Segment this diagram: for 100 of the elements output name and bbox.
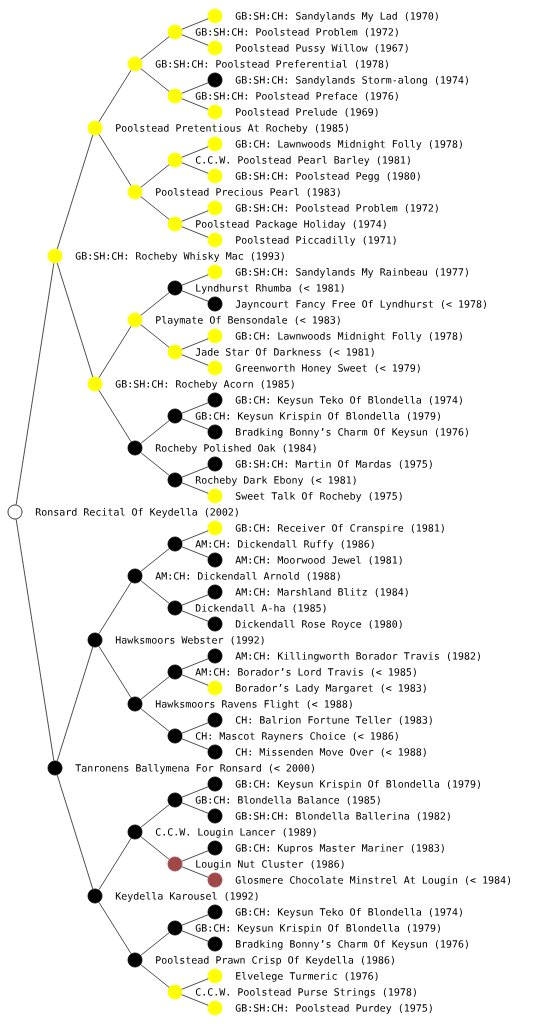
connector-line — [140, 164, 170, 188]
name-label: C.C.W. Poolstead Pearl Barley (1981) — [195, 155, 410, 166]
name-label: Bradking Bonny’s Charm Of Keysun (1976) — [236, 428, 468, 438]
connector-line — [56, 646, 94, 762]
connector-line — [181, 866, 209, 878]
connector-line — [181, 34, 209, 46]
name-label: GB:CH: Lawnwoods Midnight Folly (1978) — [235, 139, 462, 150]
name-label: Hawksmoors Webster (1992) — [115, 636, 264, 645]
name-label: Poolstead Precious Pearl (1983) — [156, 187, 340, 197]
connector-line — [140, 452, 170, 476]
name-label: Elvelege Turmeric (1976) — [236, 971, 378, 982]
connector-line — [140, 324, 170, 348]
node-circle — [87, 632, 103, 648]
name-label: GB:CH: Keysun Teko Of Blondella (1974) — [235, 907, 462, 918]
name-label: Poolstead Piccadilly (1971) — [236, 235, 396, 246]
connector-line — [181, 98, 209, 110]
connector-line — [140, 932, 170, 956]
node-circle — [127, 312, 143, 328]
node-circle — [87, 376, 103, 392]
name-label: Hawksmoors Ravens Flight (< 1988) — [155, 699, 352, 710]
connector-line — [15, 262, 55, 506]
connector-line — [181, 226, 209, 238]
connector-line — [181, 210, 209, 222]
name-label: GB:SH:CH: Sandylands Storm-along (1974) — [235, 75, 468, 86]
name-label: GB:CH: Keysun Teko Of Blondella (1974) — [235, 395, 462, 406]
connector-line — [98, 901, 132, 955]
connector-line — [98, 837, 132, 891]
node-circle — [87, 888, 103, 904]
name-label: GB:SH:CH: Poolstead Purdey (1975) — [235, 1003, 432, 1014]
node-circle — [167, 344, 183, 360]
connector-line — [181, 162, 209, 174]
name-label: GB:CH: Lawnwoods Midnight Folly (1978) — [235, 331, 462, 342]
name-label: AM:CH: Marshland Blitz (1984) — [235, 587, 408, 597]
node-circle — [167, 856, 183, 872]
name-label: GB:SH:CH: Sandylands My Lad (1970) — [235, 11, 438, 22]
node-circle — [127, 696, 143, 712]
connector-line — [98, 133, 132, 187]
node-circle — [167, 792, 183, 808]
node-circle — [167, 984, 183, 1000]
connector-line — [140, 36, 170, 60]
node-circle — [167, 408, 183, 424]
node-circle — [167, 280, 183, 296]
name-label: Playmate Of Bensondale (< 1983) — [156, 315, 340, 326]
connector-line — [181, 402, 209, 414]
name-label: Jade Star Of Darkness (< 1981) — [195, 348, 374, 357]
connector-line — [140, 708, 170, 732]
connector-line — [181, 610, 209, 622]
node-circle — [127, 824, 143, 840]
name-label: CH: Balrion Fortune Teller (1983) — [235, 715, 432, 725]
connector-line — [181, 994, 209, 1006]
name-label: AM:CH: Dickendall Ruffy (1986) — [195, 539, 374, 550]
name-label: GB:SH:CH: Poolstead Preface (1976) — [195, 91, 398, 101]
name-label: Dickendall A-ha (1985) — [195, 603, 326, 613]
connector-line — [140, 196, 170, 220]
connector-line — [98, 581, 132, 635]
connector-line — [140, 548, 170, 572]
name-label: Rocheby Polished Oak (1984) — [155, 443, 316, 454]
name-label: GB:SH:CH: Sandylands My Rainbeau (1977) — [235, 267, 468, 278]
name-label: GB:CH: Receiver Of Cranspire (1981) — [235, 524, 444, 534]
name-label: GB:CH: Kupros Master Mariner (1983) — [235, 844, 444, 854]
connector-line — [98, 69, 132, 123]
connector-line — [140, 836, 170, 860]
node-circle — [127, 56, 143, 72]
connector-line — [56, 774, 94, 890]
connector-line — [181, 146, 209, 158]
name-label: Poolstead Prelude (1969) — [236, 107, 378, 117]
name-label: CH: Missenden Move Over (< 1988) — [235, 748, 426, 757]
connector-line — [181, 18, 209, 30]
node-circle — [167, 536, 183, 552]
connector-line — [98, 645, 132, 699]
connector-line — [181, 722, 209, 734]
connector-line — [181, 546, 209, 558]
name-label: Rocheby Dark Ebony (< 1981) — [195, 476, 356, 486]
node-circle — [167, 152, 183, 168]
node-circle — [7, 504, 23, 520]
name-label: GB:SH:CH: Rocheby Whisky Mac (1993) — [75, 252, 284, 262]
node-circle — [47, 248, 63, 264]
name-label: Keydella Karousel (1992) — [115, 891, 258, 902]
name-label: C.C.W. Lougin Lancer (1989) — [155, 828, 316, 838]
connector-line — [140, 68, 170, 92]
name-label: Jayncourt Fancy Free Of Lyndhurst (< 1978) — [235, 300, 486, 310]
connector-line — [181, 418, 209, 430]
name-label: GB:CH: Blondella Balance (1985) — [195, 795, 380, 805]
name-label: Lougin Nut Cluster (1986) — [196, 859, 344, 870]
name-label: Sweet Talk Of Rocheby (1975) — [235, 491, 402, 502]
node-circle — [167, 24, 183, 40]
node-circle — [127, 184, 143, 200]
connector-line — [56, 262, 94, 378]
connector-line — [140, 292, 170, 316]
node-circle — [167, 216, 183, 232]
node-circle — [47, 760, 63, 776]
name-label: Greenworth Honey Sweet (< 1979) — [235, 364, 420, 374]
name-label: Poolstead Pretentious At Rocheby (1985) — [116, 123, 348, 134]
connector-line — [140, 676, 170, 700]
name-label: GB:SH:CH: Poolstead Problem (1972) — [195, 27, 398, 37]
name-label: GB:SH:CH: Poolstead Pegg (1980) — [235, 171, 420, 182]
connector-line — [181, 850, 209, 862]
connector-line — [181, 674, 209, 686]
name-label: GB:SH:CH: Rocheby Acorn (1985) — [115, 380, 294, 390]
node-circle — [127, 440, 143, 456]
